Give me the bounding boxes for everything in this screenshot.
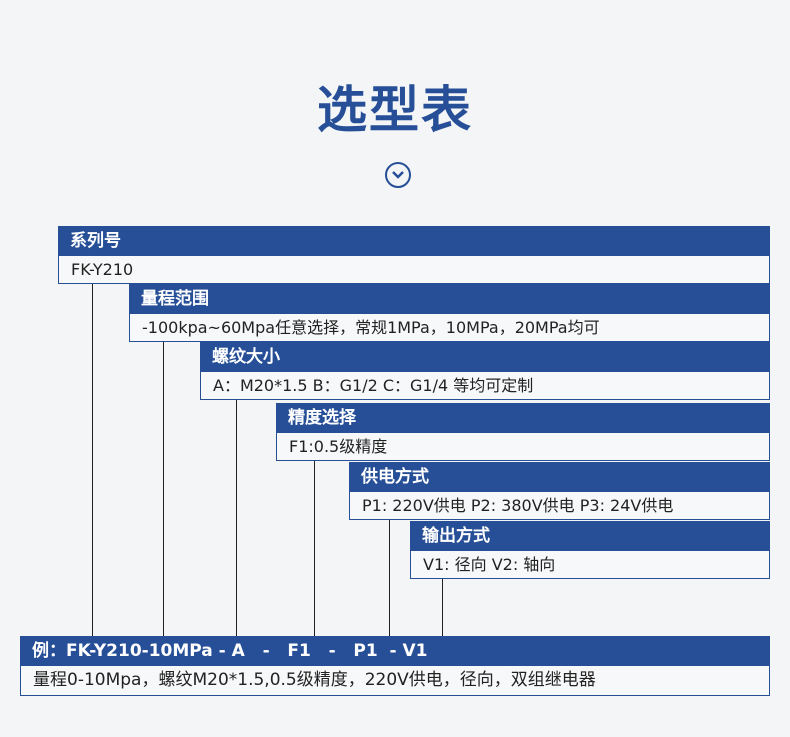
section-output: 输出方式 V1: 径向 V2: 轴向	[410, 521, 770, 579]
page-title: 选型表	[317, 81, 473, 139]
chevron-down-icon	[385, 162, 411, 188]
example-header: 例：FK-Y210-10MPa - A - F1 - P1 - V1	[20, 636, 770, 666]
section-range: 量程范围 -100kpa~60Mpa任意选择，常规1MPa，10MPa，20MP…	[129, 284, 770, 342]
connector-line	[236, 400, 237, 636]
connector-line	[389, 520, 390, 636]
connector-line	[442, 578, 443, 636]
section-body: FK-Y210	[58, 256, 770, 284]
section-accuracy: 精度选择 F1:0.5级精度	[276, 403, 770, 461]
example-body: 量程0-10Mpa，螺纹M20*1.5,0.5级精度，220V供电，径向，双组继…	[20, 666, 770, 696]
connector-line	[163, 342, 164, 636]
example-block: 例：FK-Y210-10MPa - A - F1 - P1 - V1 量程0-1…	[20, 636, 770, 696]
section-series: 系列号 FK-Y210	[58, 226, 770, 284]
section-body: A：M20*1.5 B：G1/2 C：G1/4 等均可定制	[200, 372, 770, 400]
section-header: 精度选择	[276, 403, 770, 433]
section-body: F1:0.5级精度	[276, 433, 770, 461]
section-header: 量程范围	[129, 284, 770, 314]
section-thread: 螺纹大小 A：M20*1.5 B：G1/2 C：G1/4 等均可定制	[200, 342, 770, 400]
section-power: 供电方式 P1: 220V供电 P2: 380V供电 P3: 24V供电	[349, 462, 770, 520]
section-body: P1: 220V供电 P2: 380V供电 P3: 24V供电	[349, 492, 770, 520]
connector-line	[92, 284, 93, 636]
section-header: 供电方式	[349, 462, 770, 492]
section-body: V1: 径向 V2: 轴向	[410, 551, 770, 579]
section-header: 输出方式	[410, 521, 770, 551]
connector-line	[314, 460, 315, 636]
section-header: 螺纹大小	[200, 342, 770, 372]
section-body: -100kpa~60Mpa任意选择，常规1MPa，10MPa，20MPa均可	[129, 314, 770, 342]
section-header: 系列号	[58, 226, 770, 256]
